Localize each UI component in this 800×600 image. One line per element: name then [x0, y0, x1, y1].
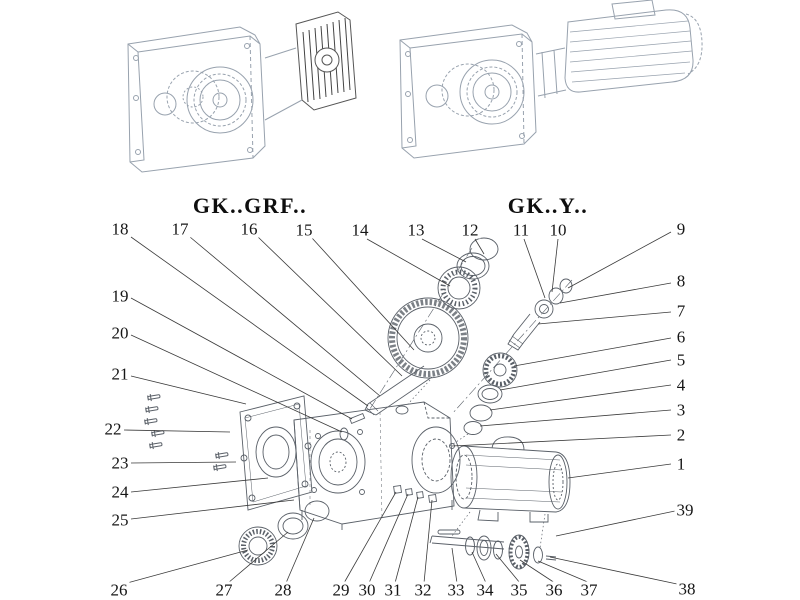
callout-37: 37	[578, 580, 600, 600]
output-shaft-drawing	[364, 365, 433, 416]
output-assembly-drawing	[429, 529, 557, 570]
callout-29: 29	[330, 580, 352, 600]
callout-13: 13	[405, 220, 427, 240]
callout-7: 7	[674, 301, 688, 321]
callout-17: 17	[169, 219, 191, 239]
callout-27: 27	[213, 580, 235, 600]
callout-5: 5	[674, 350, 688, 370]
leader-lines	[123, 231, 678, 585]
model-label-gk-grf: GK..GRF..	[192, 193, 308, 218]
callout-20: 20	[109, 323, 131, 343]
callout-33: 33	[445, 580, 467, 600]
callout-35: 35	[508, 580, 530, 600]
callout-30: 30	[356, 580, 378, 600]
callout-26: 26	[108, 580, 130, 600]
callout-34: 34	[474, 580, 496, 600]
callout-10: 10	[547, 220, 569, 240]
callout-18: 18	[109, 219, 131, 239]
callout-2: 2	[674, 425, 688, 445]
bearing-drawing	[437, 266, 481, 310]
retaining-rings-drawing	[456, 237, 499, 280]
large-gear-drawing	[387, 297, 469, 379]
callout-6: 6	[674, 327, 688, 347]
callout-32: 32	[412, 580, 434, 600]
input-shaft-drawing	[507, 278, 573, 351]
seal-rings-drawing	[238, 500, 330, 566]
axis-line	[367, 247, 473, 413]
callout-16: 16	[238, 219, 260, 239]
right-gearbox-illustration	[399, 0, 703, 159]
callout-1: 1	[674, 454, 688, 474]
callout-39: 39	[674, 500, 696, 520]
spacer-rings-drawing	[463, 384, 503, 435]
motor-fin-lines	[569, 20, 693, 83]
callout-11: 11	[510, 220, 532, 240]
exploded-view	[143, 237, 573, 570]
motor-drawing	[449, 436, 571, 523]
callout-9: 9	[674, 219, 688, 239]
callout-22: 22	[102, 419, 124, 439]
callout-24: 24	[109, 482, 131, 502]
flange-plate-drawing	[239, 395, 313, 511]
pinion-gear-drawing	[482, 352, 518, 388]
axis-line	[451, 279, 573, 415]
plugs-drawing	[393, 484, 438, 503]
callout-15: 15	[293, 220, 315, 240]
callout-14: 14	[349, 220, 371, 240]
motor-body-lines	[465, 454, 563, 503]
callout-19: 19	[109, 286, 131, 306]
callout-12: 12	[459, 220, 481, 240]
callout-28: 28	[272, 580, 294, 600]
washer-drawing	[339, 427, 349, 441]
housing-drawing	[293, 401, 461, 530]
dotted-relation-lines	[407, 379, 546, 549]
model-label-gk-y: GK..Y..	[507, 193, 589, 218]
callout-8: 8	[674, 271, 688, 291]
callout-23: 23	[109, 453, 131, 473]
callout-31: 31	[382, 580, 404, 600]
callout-25: 25	[109, 510, 131, 530]
shaft-key-drawing	[349, 412, 366, 424]
left-gearbox-illustration	[127, 11, 357, 173]
callout-4: 4	[674, 375, 688, 395]
callout-21: 21	[109, 364, 131, 384]
callout-3: 3	[674, 400, 688, 420]
callout-36: 36	[543, 580, 565, 600]
callout-38: 38	[676, 579, 698, 599]
